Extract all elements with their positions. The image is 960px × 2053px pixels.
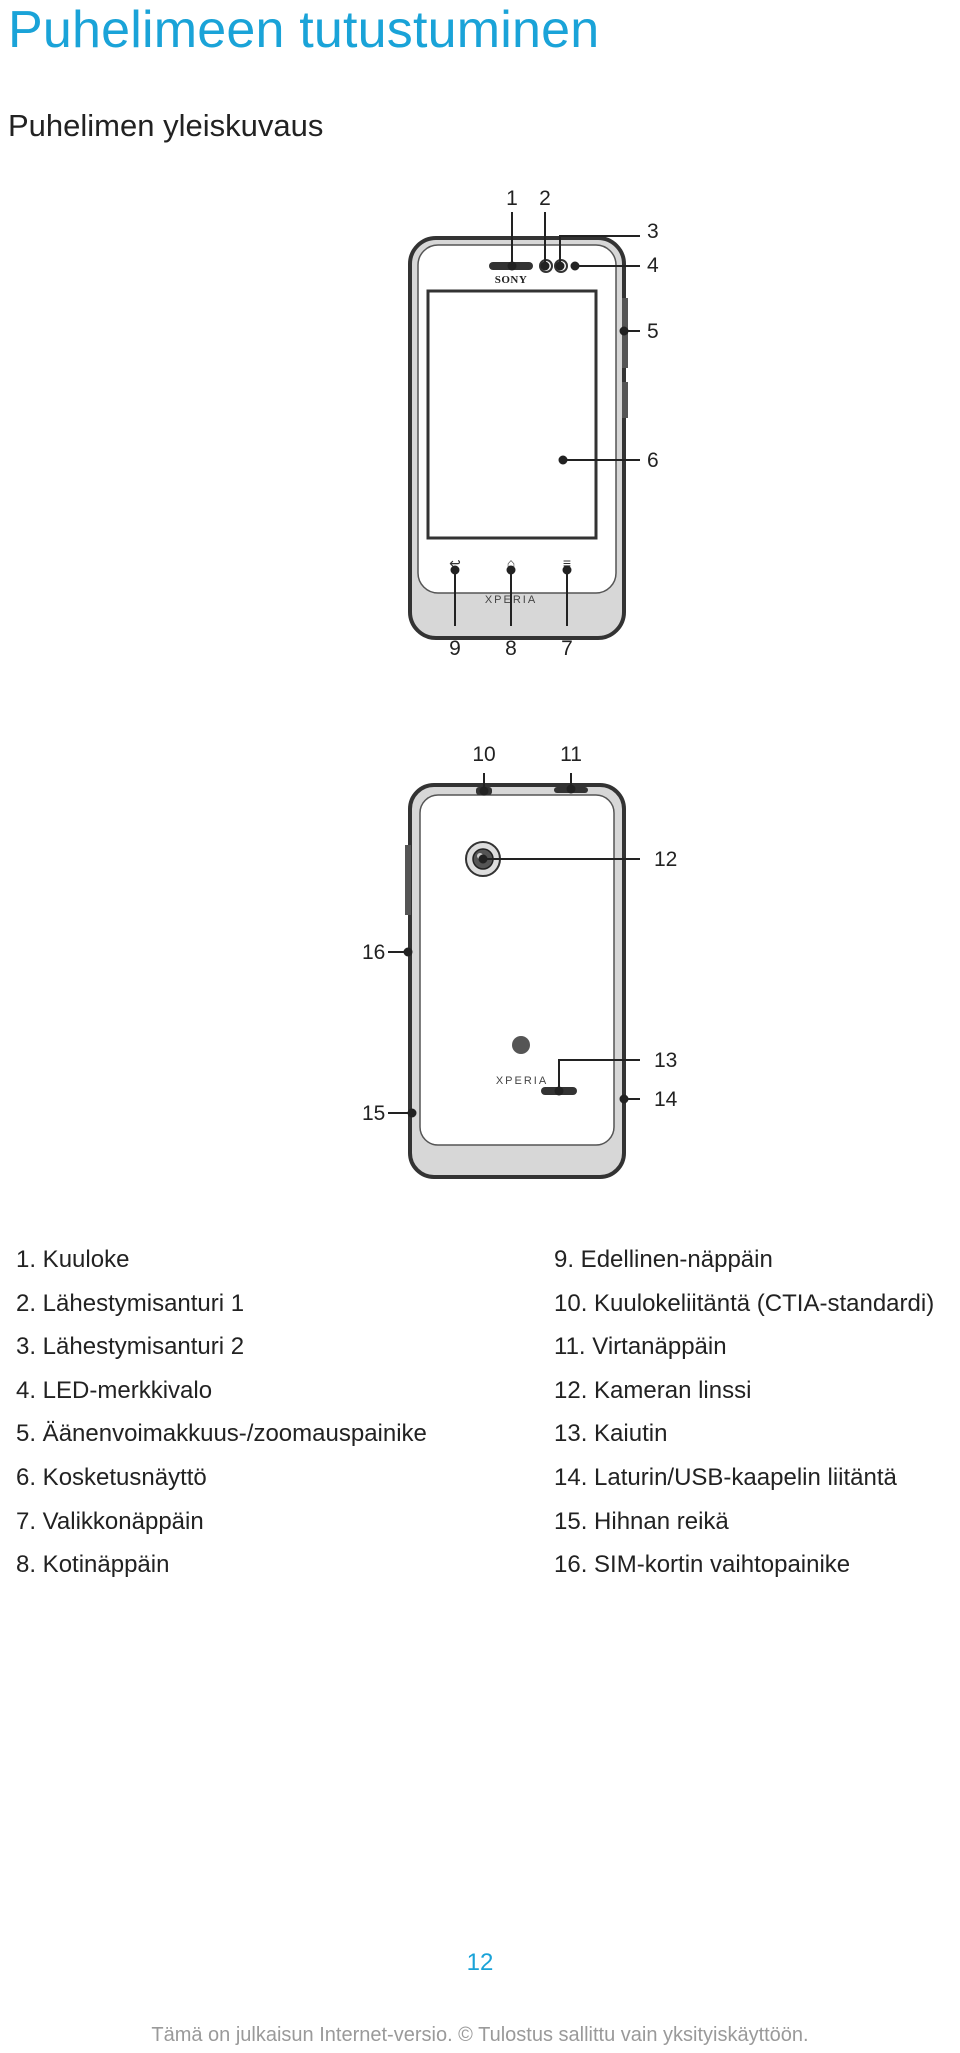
- legend-item: 13. Kaiutin: [554, 1420, 668, 1448]
- callout-4: 4: [647, 254, 659, 277]
- brand-xperia-back-label: XPERIA: [496, 1075, 548, 1087]
- legend-item: 1. Kuuloke: [16, 1246, 130, 1273]
- legend-item: 10. Kuulokeliitäntä (CTIA-standardi): [554, 1289, 935, 1317]
- callout-10: 10: [472, 743, 495, 766]
- section-subtitle: Puhelimen yleiskuvaus: [8, 108, 324, 143]
- touchscreen-shape: [426, 289, 598, 540]
- side-element-shape: [405, 845, 411, 915]
- page-title: Puhelimeen tutustuminen: [8, 1, 600, 59]
- callout-12: 12: [654, 848, 677, 871]
- phone-back-diagram: XPERIA 10 11 12 13 14 15 16: [362, 743, 678, 1179]
- callout-5: 5: [647, 320, 659, 343]
- callout-9: 9: [449, 637, 461, 660]
- menu-key-icon: ≡: [563, 555, 571, 571]
- phone-back-face: [419, 794, 615, 1146]
- page-number: 12: [466, 1949, 494, 1976]
- side-key-shape: [622, 382, 628, 418]
- legend-item: 16. SIM-kortin vaihtopainike: [554, 1551, 851, 1579]
- legend-item: 8. Kotinäppäin: [16, 1551, 170, 1579]
- legend-item: 5. Äänenvoimakkuus-/zoomauspainike: [16, 1420, 427, 1448]
- callout-1: 1: [506, 187, 518, 210]
- legend-item: 14. Laturin/USB-kaapelin liitäntä: [554, 1463, 897, 1491]
- legend-item: 11. Virtanäppäin: [554, 1333, 727, 1361]
- home-key-icon: ⌂: [507, 555, 515, 571]
- callout-8: 8: [505, 637, 517, 660]
- legend-list-right: 9. Edellinen-näppäin 10. Kuulokeliitäntä…: [554, 1238, 934, 1587]
- legend-item: 3. Lähestymisanturi 2: [16, 1333, 245, 1361]
- callout-7: 7: [561, 637, 573, 660]
- callout-16: 16: [362, 941, 385, 964]
- phone-front-diagram: SONY ↩ ⌂ ≡ XPERIA 1 2 3 4 5 6 7 8 9: [408, 187, 659, 660]
- legend-item: 12. Kameran linssi: [554, 1376, 752, 1404]
- back-key-icon: ↩: [449, 555, 461, 571]
- callout-11: 11: [560, 743, 582, 766]
- footer-note: Tämä on julkaisun Internet-versio. © Tul…: [151, 2024, 809, 2046]
- legend-item: 6. Kosketusnäyttö: [16, 1463, 207, 1491]
- sony-ericsson-logo-icon: [512, 1036, 530, 1054]
- callout-13: 13: [654, 1049, 677, 1072]
- callout-2: 2: [539, 187, 551, 210]
- legend-list-left: 1. Kuuloke 2. Lähestymisanturi 1 3. Lähe…: [16, 1238, 427, 1587]
- legend-item: 9. Edellinen-näppäin: [554, 1246, 773, 1273]
- callout-15: 15: [362, 1102, 385, 1125]
- callout-6: 6: [647, 449, 659, 472]
- legend-item: 2. Lähestymisanturi 1: [16, 1289, 245, 1317]
- callout-14: 14: [654, 1088, 678, 1111]
- legend-item: 4. LED-merkkivalo: [16, 1376, 213, 1404]
- callout-3: 3: [647, 220, 659, 243]
- legend-item: 15. Hihnan reikä: [554, 1507, 729, 1535]
- brand-sony-label: SONY: [495, 274, 528, 286]
- legend-item: 7. Valikkonäppäin: [16, 1507, 204, 1535]
